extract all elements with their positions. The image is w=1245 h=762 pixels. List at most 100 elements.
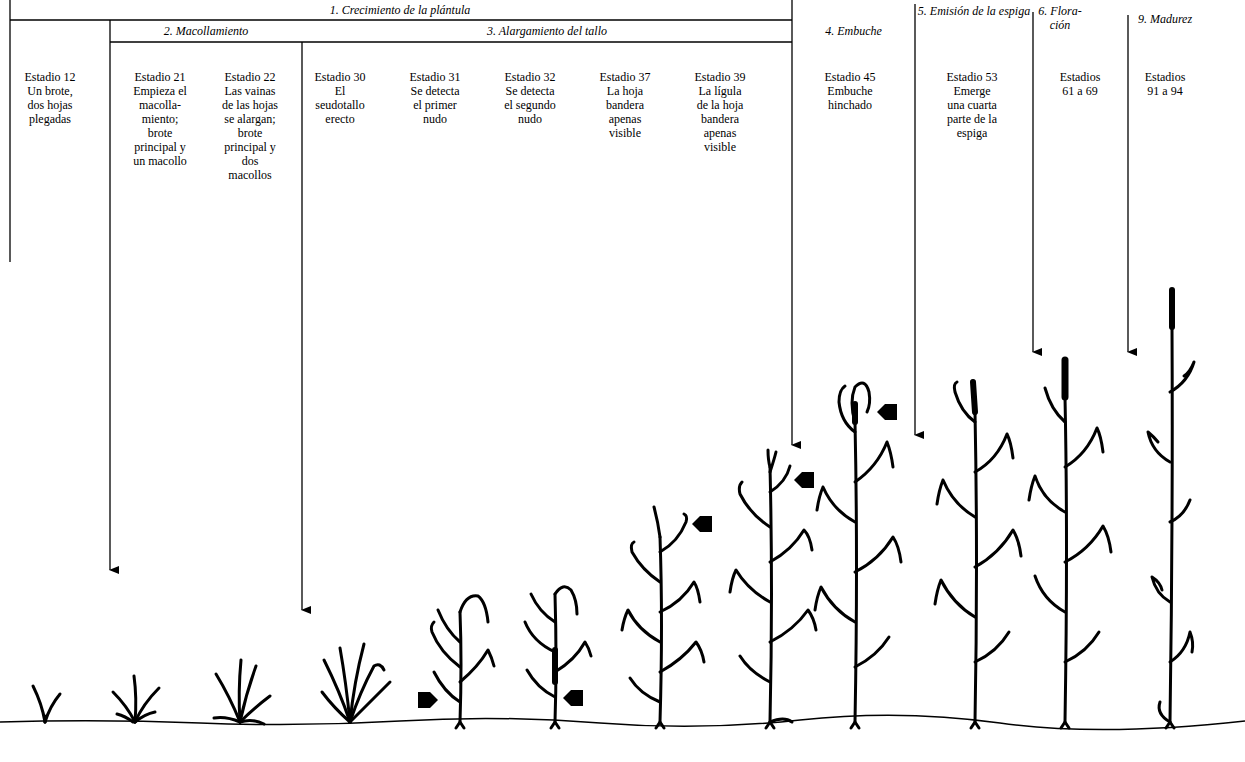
stage-description: Estadios 61 a 69	[1053, 70, 1107, 98]
wheat-plant-part	[1170, 500, 1190, 522]
stage-description: Estadio 53 Emerge una cuarta parte de la…	[945, 70, 999, 140]
wheat-plant-part	[770, 719, 792, 722]
wheat-plant-part	[45, 694, 60, 722]
wheat-plant-part	[216, 674, 240, 722]
wheat-plant-part	[1065, 397, 1067, 722]
phase-heading: 3. Alargamiento del tallo	[304, 24, 790, 38]
wheat-plant-part	[1159, 702, 1170, 722]
stage-divider-part	[9, 0, 10, 262]
wheat-plant-part	[117, 714, 133, 722]
wheat-plant	[622, 507, 712, 728]
wheat-plant-part	[438, 610, 460, 642]
wheat-plant	[730, 450, 816, 728]
wheat-plant-part	[937, 480, 975, 517]
phase-heading: 9. Madurez	[1130, 12, 1200, 26]
wheat-plant	[1148, 290, 1194, 728]
node-pointer	[418, 692, 438, 708]
wheat-plant-part	[1169, 290, 1175, 327]
wheat-plant-part	[33, 686, 45, 722]
wheat-plant-part	[134, 676, 136, 722]
stage-divider-part	[109, 20, 110, 570]
stage-divider-part	[301, 42, 302, 610]
wheat-plant-part	[730, 570, 770, 602]
wheat-plant-part	[770, 452, 776, 472]
wheat-plant-part	[555, 587, 577, 614]
wheat-plant	[113, 676, 159, 722]
phase-heading: 4. Embuche	[794, 24, 913, 38]
wheat-plant-part	[855, 637, 889, 667]
wheat-plant-part	[1065, 632, 1099, 662]
wheat-plant-part	[851, 722, 859, 728]
wheat-plant-part	[622, 610, 660, 642]
wheat-plant-part	[654, 507, 660, 537]
node-pointer	[563, 690, 583, 706]
stage-description: Estadio 32 Se detecta el segundo nudo	[503, 70, 557, 126]
wheat-plant-part	[770, 466, 790, 492]
wheat-plant-part	[1065, 428, 1103, 467]
wheat-plant-part	[660, 582, 700, 612]
stage-divider-part	[791, 0, 792, 445]
wheat-plant-part	[460, 596, 488, 622]
wheat-plant-part	[740, 656, 770, 682]
wheat-plant-part	[44, 716, 47, 722]
wheat-plant-part	[350, 682, 390, 722]
stage-description: Estadio 22 Las vainas de las hojas se al…	[221, 70, 279, 182]
stage-description: Estadio 45 Embuche hinchado	[823, 70, 877, 112]
wheat-plant-part	[770, 530, 812, 562]
stage-divider-part	[1032, 12, 1033, 352]
stage-description: Estadio 21 Empieza el macolla- miento; b…	[133, 70, 187, 168]
wheat-plant-part	[852, 404, 858, 422]
wheat-plant-part	[1045, 388, 1065, 422]
wheat-plant-part	[1035, 576, 1065, 612]
wheat-plant	[525, 587, 591, 728]
wheat-plant-part	[855, 442, 893, 482]
stage-description: Estadio 12 Un brote, dos hojas plegadas	[23, 70, 77, 126]
wheat-plant-part	[975, 632, 1009, 662]
wheat-plant-part	[1170, 632, 1193, 662]
wheat-plant-part	[817, 487, 855, 522]
wheat-plant-part	[954, 382, 975, 422]
wheat-plant-part	[456, 722, 464, 728]
node-pointer	[794, 472, 814, 488]
wheat-plant-part	[839, 386, 855, 432]
stage-divider-part	[10, 19, 792, 20]
wheat-plant-part	[240, 696, 270, 722]
wheat-plant-part	[768, 450, 770, 467]
stage-description: Estadios 91 a 94	[1138, 70, 1192, 98]
wheat-plant-part	[431, 622, 460, 667]
wheat-plant-part	[815, 587, 855, 622]
stage-description: Estadio 37 La hoja bandera apenas visibl…	[598, 70, 652, 140]
wheat-plant	[322, 644, 390, 722]
wheat-plant-part	[1061, 722, 1069, 728]
phase-heading: 6. Flora- ción	[1035, 4, 1085, 32]
wheat-plant-part	[630, 678, 660, 702]
ground-line	[0, 715, 1245, 729]
wheat-plant	[815, 383, 901, 728]
wheat-plant-part	[434, 672, 460, 702]
node-pointer	[692, 516, 712, 532]
wheat-plant-part	[766, 722, 774, 728]
wheat-plant-part	[852, 383, 870, 422]
node-pointer	[877, 404, 897, 420]
wheat-plant-part	[1062, 360, 1069, 397]
wheat-plant-part	[552, 650, 558, 682]
wheat-plant	[1029, 360, 1111, 728]
wheat-plant-part	[973, 382, 975, 412]
wheat-plant-part	[739, 482, 770, 527]
wheat-plant-part	[660, 537, 662, 722]
wheat-plant	[418, 596, 494, 728]
wheat-plant	[935, 382, 1021, 728]
wheat-plant-part	[322, 692, 350, 722]
phase-heading: 1. Crecimiento de la plántula	[250, 3, 550, 17]
wheat-plant-part	[1152, 577, 1170, 602]
stage-description: Estadio 31 Se detecta el primer nudo	[408, 70, 462, 126]
stage-description: Estadio 30 El seudotallo erecto	[313, 70, 367, 126]
wheat-plant-part	[770, 610, 816, 642]
wheat-plant-part	[656, 722, 664, 728]
wheat-plant-part	[555, 594, 556, 722]
stage-divider-part	[110, 41, 792, 42]
wheat-plant-part	[631, 542, 660, 582]
wheat-plant-part	[855, 537, 901, 572]
stage-divider	[10, 0, 1128, 610]
wheat-plant-part	[660, 642, 704, 672]
